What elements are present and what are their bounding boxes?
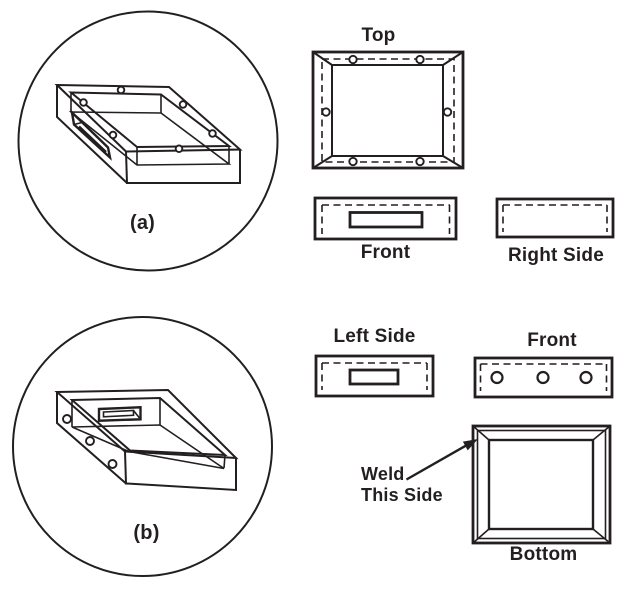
part-a-detail-circle xyxy=(17,10,279,272)
left-face-edges-a xyxy=(56,85,128,184)
left-side-view-label: Left Side xyxy=(333,326,416,347)
weld-arrow xyxy=(405,439,478,481)
inner-verticals-a xyxy=(70,92,230,165)
weld-arrowhead xyxy=(462,439,478,451)
weld-note-line1: Weld xyxy=(361,464,405,484)
top-view-miters xyxy=(312,51,464,169)
bottom-view-outer xyxy=(471,424,612,545)
rim-holes-a xyxy=(79,85,217,154)
part-b-detail-circle xyxy=(12,316,273,577)
front-view-b-label: Front xyxy=(527,330,577,351)
front-band-a xyxy=(125,149,241,184)
right-side-view-label: Right Side xyxy=(508,245,604,266)
bottom-view-b xyxy=(471,424,612,545)
floor-b xyxy=(71,424,225,470)
right-side-hidden-line xyxy=(502,204,608,232)
weld-note-line2: This Side xyxy=(361,485,443,506)
bottom-view-mid xyxy=(476,429,607,540)
bottom-view-label: Bottom xyxy=(509,544,578,565)
bottom-view-inner xyxy=(487,438,595,531)
isometric-view-a xyxy=(54,83,243,184)
front-view-a xyxy=(313,196,458,241)
front-view-a-outline xyxy=(313,196,458,241)
circle-a-outline xyxy=(17,10,279,272)
front-view-a-slot xyxy=(348,211,424,229)
front-view-a-label: Front xyxy=(360,242,411,263)
circle-b-outline xyxy=(12,316,273,577)
bottom-view-miters xyxy=(472,425,611,544)
top-view-outer xyxy=(311,50,465,170)
front-view-b xyxy=(473,356,614,399)
isometric-view-b xyxy=(54,388,239,492)
right-side-outline xyxy=(495,197,615,239)
face-holes-b xyxy=(62,414,118,469)
top-view-label: Top xyxy=(361,25,396,46)
weld-arrow-shaft xyxy=(405,444,467,481)
front-view-b-outline xyxy=(473,356,614,399)
right-side-view-a xyxy=(495,197,615,239)
slot-b xyxy=(97,406,142,422)
weld-note: Weld This Side xyxy=(361,464,443,507)
floor-a xyxy=(68,111,232,166)
top-view-a xyxy=(311,50,465,170)
front-view-a-hidden-line xyxy=(321,204,451,234)
part-a-caption: (a) xyxy=(129,212,156,234)
left-side-outline xyxy=(314,354,435,398)
slot-a xyxy=(70,109,112,161)
part-b-caption: (b) xyxy=(133,522,160,544)
front-band-b xyxy=(124,451,237,492)
left-side-slot xyxy=(348,368,400,386)
left-side-view-b xyxy=(314,354,435,398)
left-side-hidden-line xyxy=(321,362,428,390)
front-view-b-hidden-line xyxy=(479,363,608,391)
top-view-inner xyxy=(331,64,444,157)
front-view-b-holes xyxy=(490,370,593,385)
inner-verticals-b xyxy=(71,398,226,469)
top-view-hidden-line xyxy=(321,58,455,163)
left-face-edges-b xyxy=(56,392,127,485)
top-view-holes xyxy=(321,54,453,167)
